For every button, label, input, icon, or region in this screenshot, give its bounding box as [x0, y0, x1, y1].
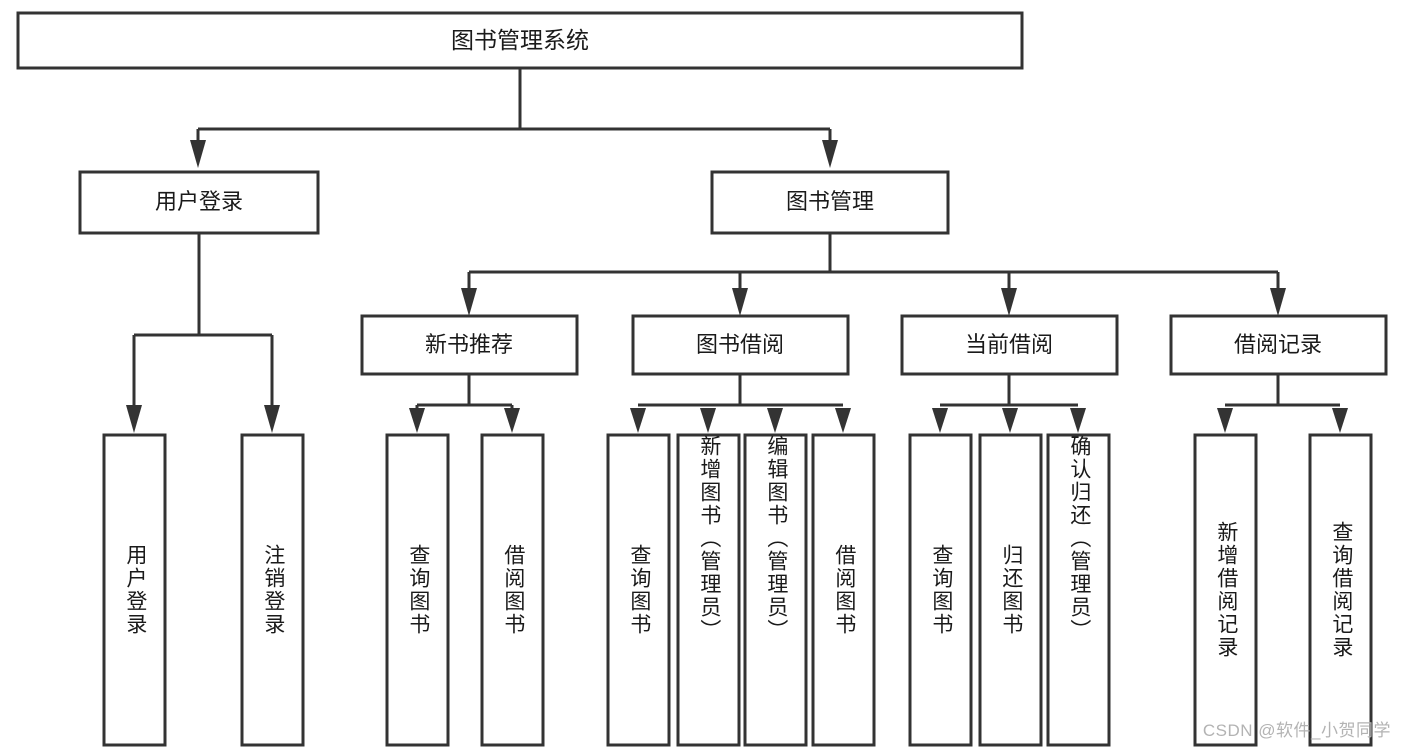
node-current-borrow-label: 当前借阅 — [965, 332, 1053, 357]
node-book-manage[interactable]: 图书管理 — [710, 170, 950, 235]
node-leaf-edit-book[interactable] — [743, 433, 808, 747]
arrow-head-icon — [835, 408, 851, 433]
node-leaf-query-book-2-box — [606, 433, 671, 747]
connector-new-book-rec-to-leaves — [409, 374, 520, 433]
node-leaf-return-book[interactable] — [978, 433, 1043, 747]
node-user-login-box — [78, 170, 320, 235]
node-root[interactable]: 图书管理系统 — [16, 11, 1024, 70]
connector-book-borrow-to-leaves — [630, 374, 851, 433]
node-leaf-query-book-1-box — [385, 433, 450, 747]
node-leaf-query-book-3[interactable] — [908, 433, 973, 747]
node-leaf-logout[interactable] — [240, 433, 305, 747]
node-book-borrow-label: 图书借阅 — [696, 332, 784, 357]
connector-book-manage-to-level3 — [461, 233, 1286, 316]
node-new-book-rec-box — [360, 314, 579, 376]
arrow-head-icon — [1002, 408, 1018, 433]
node-borrow-record-label: 借阅记录 — [1234, 332, 1322, 357]
arrow-head-icon — [932, 408, 948, 433]
node-leaf-add-book-box — [676, 433, 741, 747]
arrow-head-icon — [190, 140, 206, 168]
node-user-login-label: 用户登录 — [155, 189, 243, 214]
node-leaf-user-login[interactable] — [102, 433, 167, 747]
node-leaf-borrow-book-2[interactable] — [811, 433, 876, 747]
node-root-label: 图书管理系统 — [451, 27, 589, 53]
arrow-head-icon — [1332, 408, 1348, 433]
node-leaf-edit-book-box — [743, 433, 808, 747]
node-borrow-record[interactable]: 借阅记录 — [1169, 314, 1388, 376]
arrow-head-icon — [126, 405, 142, 433]
node-leaf-borrow-book-2-box — [811, 433, 876, 747]
node-current-borrow[interactable]: 当前借阅 — [900, 314, 1119, 376]
node-leaf-borrow-book-1-box — [480, 433, 545, 747]
connector-user-login-to-leaves — [126, 233, 280, 433]
node-leaf-query-book-3-box — [908, 433, 973, 747]
node-leaf-confirm-return[interactable] — [1046, 433, 1111, 747]
node-leaf-add-record[interactable] — [1193, 433, 1258, 747]
node-leaf-return-book-box — [978, 433, 1043, 747]
node-leaf-user-login-box — [102, 433, 167, 747]
arrow-head-icon — [1070, 408, 1086, 433]
arrow-head-icon — [767, 408, 783, 433]
arrow-head-icon — [264, 405, 280, 433]
arrow-head-icon — [1001, 288, 1017, 316]
watermark-text: CSDN @软件_小贺同学 — [1202, 721, 1391, 740]
arrow-head-icon — [700, 408, 716, 433]
node-leaf-add-book[interactable] — [676, 433, 741, 747]
arrow-head-icon — [1217, 408, 1233, 433]
arrow-head-icon — [822, 140, 838, 168]
node-book-borrow[interactable]: 图书借阅 — [631, 314, 850, 376]
node-user-login[interactable]: 用户登录 — [78, 170, 320, 235]
node-leaf-query-record[interactable] — [1308, 433, 1373, 747]
node-book-manage-label: 图书管理 — [786, 189, 874, 214]
arrow-head-icon — [1270, 288, 1286, 316]
node-leaf-borrow-book-1[interactable] — [480, 433, 545, 747]
arrow-head-icon — [409, 408, 425, 433]
node-leaf-query-book-2[interactable] — [606, 433, 671, 747]
node-current-borrow-box — [900, 314, 1119, 376]
connector-borrow-record-to-leaves — [1217, 374, 1348, 433]
node-leaf-logout-box — [240, 433, 305, 747]
node-leaf-query-record-box — [1308, 433, 1373, 747]
node-new-book-rec[interactable]: 新书推荐 — [360, 314, 579, 376]
node-new-book-rec-label: 新书推荐 — [425, 332, 513, 357]
node-leaf-confirm-return-box — [1046, 433, 1111, 747]
arrow-head-icon — [461, 288, 477, 316]
arrow-head-icon — [732, 288, 748, 316]
node-leaf-query-book-1[interactable] — [385, 433, 450, 747]
arrow-head-icon — [504, 408, 520, 433]
node-root-box — [16, 11, 1024, 70]
connector-root-to-level2 — [190, 68, 838, 168]
arrow-head-icon — [630, 408, 646, 433]
node-leaf-add-record-box — [1193, 433, 1258, 747]
connector-current-borrow-to-leaves — [932, 374, 1086, 433]
